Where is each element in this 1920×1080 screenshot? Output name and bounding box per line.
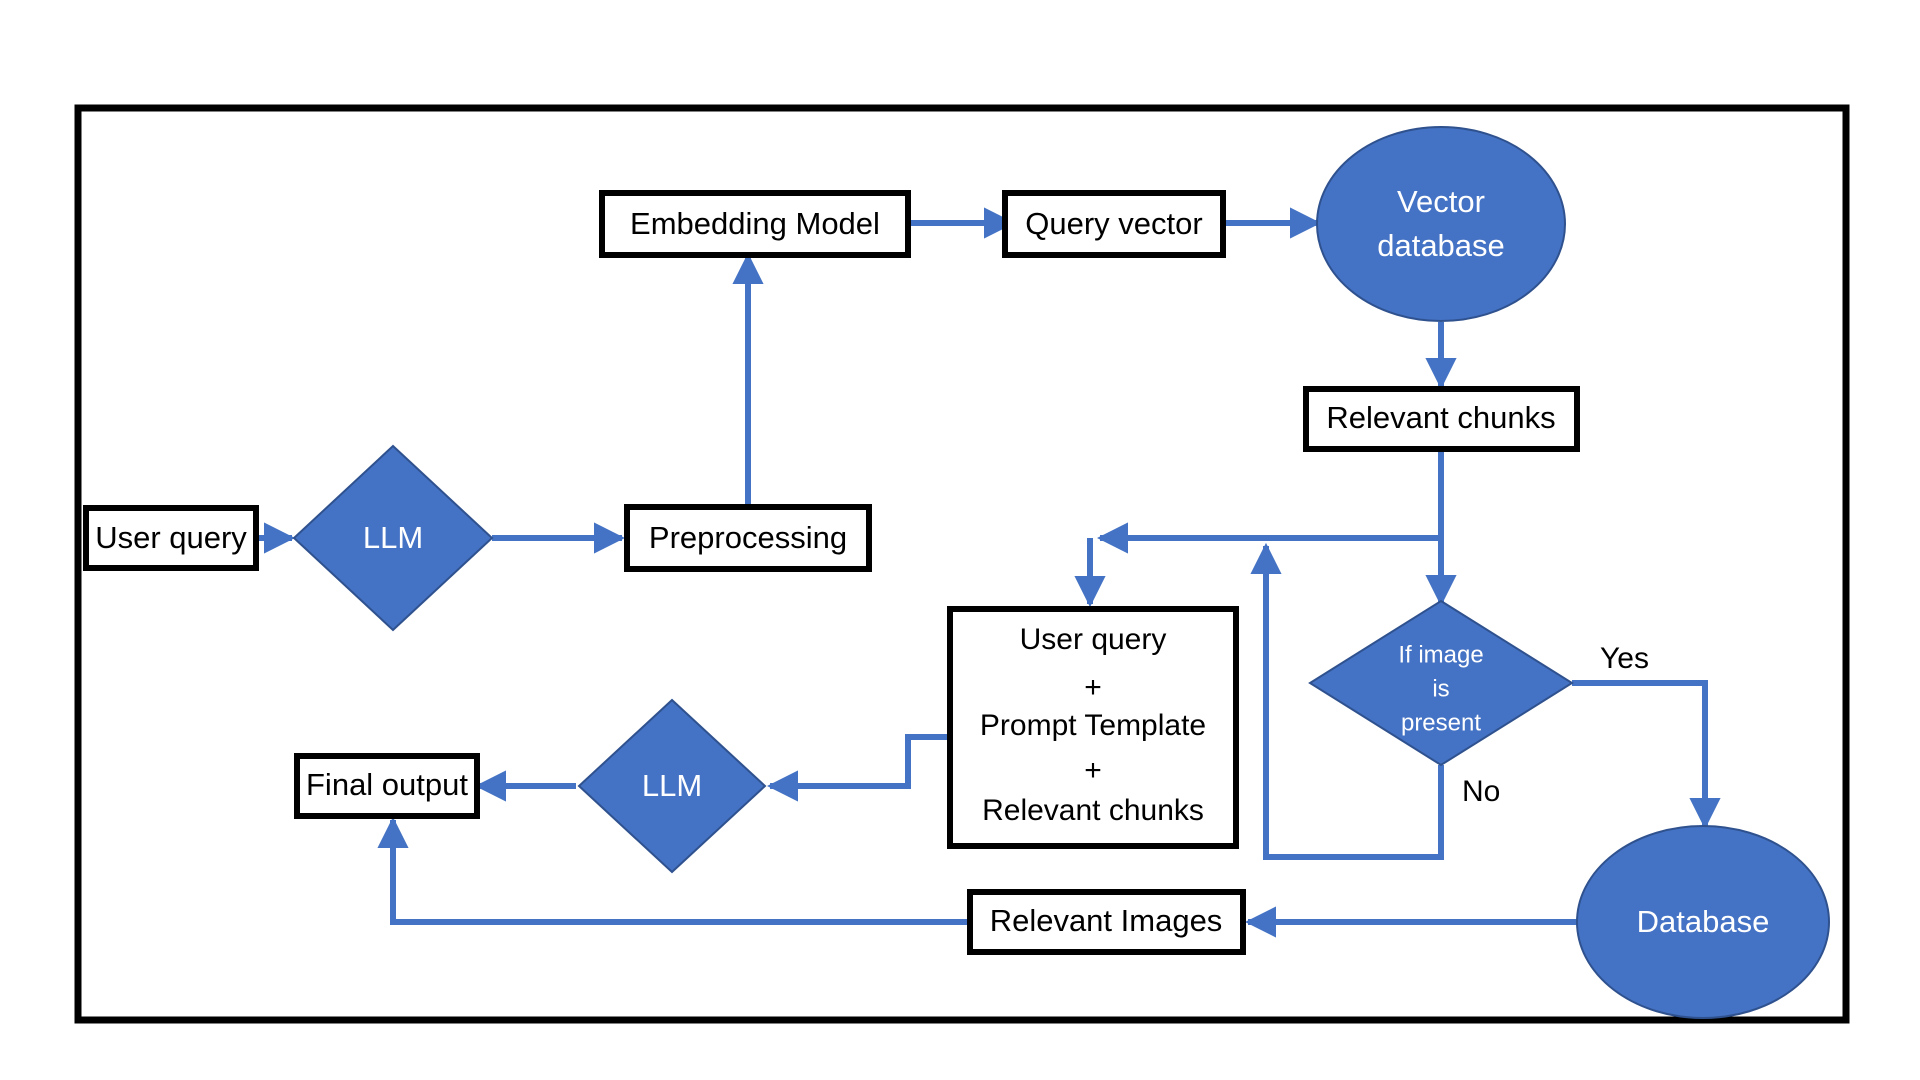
- node-vector-database-label-line1: Vector: [1397, 184, 1485, 219]
- edge-prompt-llm2: [766, 734, 948, 802]
- node-relevant-images-label: Relevant Images: [990, 903, 1223, 938]
- node-final-output-label: Final output: [306, 767, 468, 802]
- node-vector-database-label-line2: database: [1377, 228, 1505, 263]
- node-prompt-assembly[interactable]: User query + Prompt Template + Relevant …: [947, 606, 1239, 849]
- node-final-output[interactable]: Final output: [294, 753, 480, 819]
- node-relevant-chunks[interactable]: Relevant chunks: [1303, 386, 1580, 452]
- node-llm-2-label: LLM: [642, 768, 702, 803]
- node-query-vector[interactable]: Query vector: [1002, 190, 1226, 258]
- node-preprocessing-label: Preprocessing: [649, 520, 847, 555]
- node-llm-1-label: LLM: [363, 520, 423, 555]
- node-preprocessing[interactable]: Preprocessing: [624, 504, 872, 572]
- node-user-query-label: User query: [95, 520, 247, 555]
- node-prompt-assembly-line1: User query: [1020, 623, 1167, 656]
- node-database[interactable]: Database: [1576, 825, 1830, 1019]
- node-embedding-model[interactable]: Embedding Model: [599, 190, 911, 258]
- node-llm-1[interactable]: LLM: [292, 444, 494, 632]
- node-prompt-assembly-line5: Relevant chunks: [982, 794, 1204, 827]
- node-if-image-label-line1: If image: [1398, 641, 1483, 668]
- node-embedding-model-label: Embedding Model: [630, 206, 880, 241]
- node-prompt-assembly-line3: Prompt Template: [980, 709, 1206, 742]
- edge-images-finaloutput: [377, 816, 967, 925]
- node-if-image-present[interactable]: If image is present: [1308, 599, 1574, 767]
- node-database-label: Database: [1637, 904, 1770, 939]
- node-if-image-label-line3: present: [1401, 709, 1481, 736]
- node-if-image-label-line2: is: [1432, 675, 1449, 702]
- edge-ifimage-loopback: [1250, 542, 1444, 860]
- node-prompt-assembly-line4: +: [1084, 754, 1102, 787]
- edge-ifimage-database: [1572, 680, 1721, 830]
- node-user-query[interactable]: User query: [83, 505, 259, 571]
- edge-label-no: No: [1462, 775, 1500, 808]
- node-prompt-assembly-line2: +: [1084, 671, 1102, 704]
- node-relevant-chunks-label: Relevant chunks: [1326, 400, 1555, 435]
- node-vector-database[interactable]: Vector database: [1316, 126, 1566, 322]
- node-llm-2[interactable]: LLM: [577, 698, 767, 874]
- node-relevant-images[interactable]: Relevant Images: [967, 889, 1246, 955]
- edge-label-yes: Yes: [1600, 642, 1649, 675]
- node-query-vector-label: Query vector: [1025, 206, 1202, 241]
